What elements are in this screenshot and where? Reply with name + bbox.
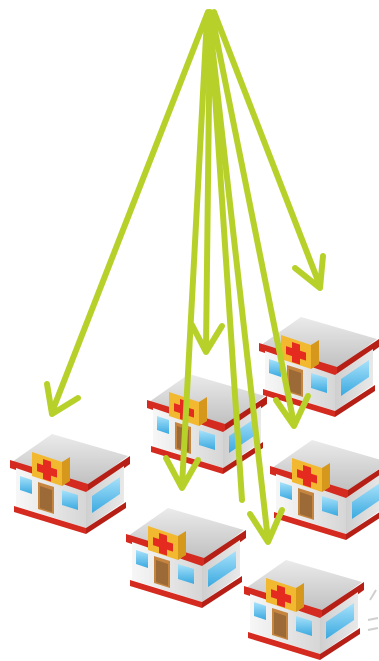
arrow xyxy=(207,17,245,503)
arrow-group xyxy=(44,9,326,545)
hospital-building-icon xyxy=(126,508,246,608)
edge-artifact xyxy=(367,589,379,631)
hospital-building-icon xyxy=(270,440,379,540)
hospital-building-icon xyxy=(10,434,130,534)
arrow xyxy=(49,9,211,415)
arrow-head xyxy=(189,322,225,355)
hospital-building-icon xyxy=(244,560,364,660)
arrow-head xyxy=(44,381,81,417)
arrow-head xyxy=(292,253,326,291)
arrow xyxy=(206,15,271,543)
arrow xyxy=(179,15,210,489)
arrow-head xyxy=(247,507,285,545)
arrow-head xyxy=(163,455,201,491)
arrow xyxy=(203,9,213,353)
arrow xyxy=(209,13,297,427)
arrow xyxy=(211,9,323,289)
arrow-head xyxy=(273,393,311,429)
